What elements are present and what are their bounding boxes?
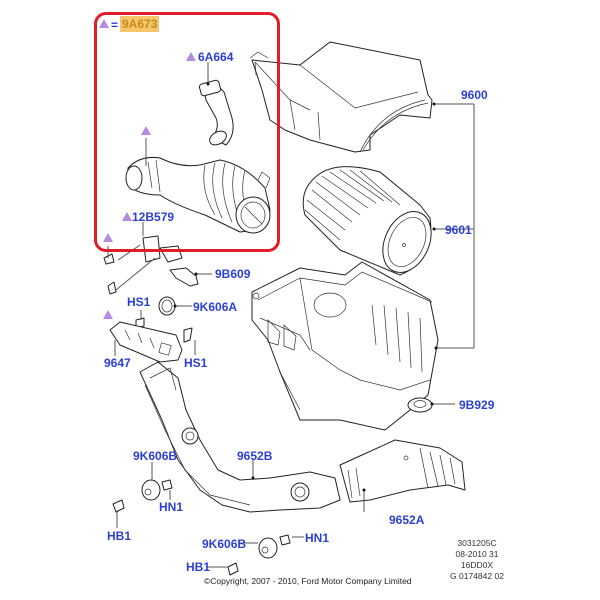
highlight-box bbox=[94, 12, 280, 252]
part-label-12B579[interactable]: 12B579 bbox=[132, 210, 175, 224]
seal-ring bbox=[158, 296, 176, 316]
leader-dots bbox=[173, 82, 438, 492]
part-label-9K606B[interactable]: 9K606B bbox=[133, 449, 178, 463]
drawing-date: 08-2010 31 bbox=[455, 549, 499, 559]
drawing-id: G 0174842 02 bbox=[450, 571, 504, 581]
triangle-marker-icon bbox=[99, 19, 109, 28]
part-label-9600[interactable]: 9600 bbox=[461, 88, 488, 102]
part-label-HS1[interactable]: HS1 bbox=[184, 356, 208, 370]
part-label-9K606B[interactable]: 9K606B bbox=[202, 537, 247, 551]
triangle-marker-icon bbox=[186, 52, 196, 61]
legend-part-code: 9A673 bbox=[120, 16, 160, 32]
drawing-reference-info: 3031205C 08-2010 31 16DD0X G 0174842 02 bbox=[432, 538, 522, 582]
intake-hose-assembly bbox=[125, 79, 271, 263]
part-label-9647[interactable]: 9647 bbox=[104, 356, 131, 370]
triangle-marker-icon bbox=[141, 126, 151, 135]
mounting-bracket bbox=[109, 321, 183, 363]
part-label-9652B[interactable]: 9652B bbox=[237, 449, 273, 463]
drawing-number: 3031205C bbox=[457, 538, 497, 548]
grommet bbox=[407, 397, 433, 413]
air-cleaner-housing bbox=[251, 261, 439, 431]
part-label-HS1[interactable]: HS1 bbox=[127, 295, 151, 309]
air-filter-element bbox=[302, 166, 432, 276]
part-label-HN1[interactable]: HN1 bbox=[305, 531, 330, 545]
triangle-marker-icon bbox=[103, 233, 113, 242]
bolts bbox=[103, 253, 193, 343]
part-label-9K606A[interactable]: 9K606A bbox=[193, 300, 238, 314]
leader-lines bbox=[107, 62, 475, 568]
copyright-notice: ©Copyright, 2007 - 2010, Ford Motor Comp… bbox=[204, 576, 412, 586]
triangle-marker-icon bbox=[122, 212, 132, 221]
bracket-clip bbox=[169, 267, 199, 287]
legend-equals: = bbox=[111, 18, 119, 32]
part-label-9B929[interactable]: 9B929 bbox=[459, 398, 495, 412]
isolators bbox=[112, 479, 291, 576]
part-label-6A664[interactable]: 6A664 bbox=[198, 50, 234, 64]
intake-duct-upper bbox=[139, 361, 341, 513]
part-label-HN1[interactable]: HN1 bbox=[159, 500, 184, 514]
intake-duct-lower bbox=[339, 439, 466, 503]
part-label-HB1[interactable]: HB1 bbox=[107, 529, 132, 543]
triangle-marker-icon bbox=[103, 310, 113, 319]
part-label-9B609[interactable]: 9B609 bbox=[215, 267, 251, 281]
part-label-HB1[interactable]: HB1 bbox=[186, 560, 211, 574]
part-label-9652A[interactable]: 9652A bbox=[389, 513, 425, 527]
part-label-9601[interactable]: 9601 bbox=[445, 223, 472, 237]
drawing-code: 16DD0X bbox=[460, 560, 494, 570]
